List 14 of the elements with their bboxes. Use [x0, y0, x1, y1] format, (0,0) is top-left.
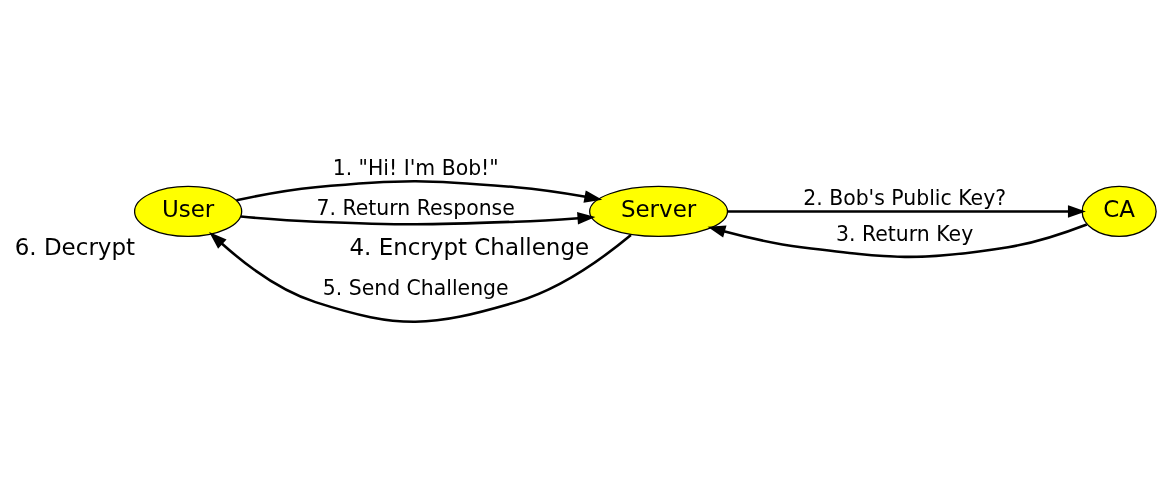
edge-label: 2. Bob's Public Key? [803, 185, 1007, 210]
arrow [240, 211, 596, 225]
arrow [707, 222, 1088, 258]
arrow [209, 231, 632, 323]
arrow [727, 204, 1086, 218]
node-ellipse: User [133, 185, 243, 237]
node-label: 6. Decrypt [14, 233, 136, 260]
edge-label: 5. Send Challenge [322, 275, 509, 300]
edge-label: 7. Return Response [316, 195, 515, 220]
node-ellipse: CA [1081, 185, 1157, 237]
node-label: 4. Encrypt Challenge [349, 233, 590, 260]
edge-label: 1. "Hi! I'm Bob!" [332, 155, 499, 180]
arrow [236, 179, 603, 203]
edge-label: 3. Return Key [836, 221, 974, 246]
